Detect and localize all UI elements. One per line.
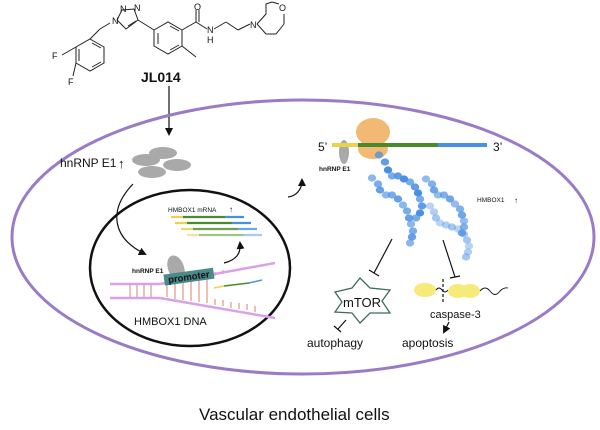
amino-acid-bead	[367, 174, 377, 182]
apoptosis-arrow	[443, 321, 451, 334]
amino-acid-bead	[405, 178, 415, 186]
mrna-transcripts	[171, 215, 262, 237]
benzyl-ring	[75, 38, 105, 72]
nuclear-import-arrow	[116, 183, 147, 255]
atom-n: N	[207, 25, 214, 35]
mtor-inhibition-bar	[368, 269, 380, 277]
amino-acid-bead	[383, 166, 393, 174]
mtor-star	[333, 277, 392, 324]
amino-acid-bead	[461, 253, 471, 261]
amino-acid-bead	[415, 195, 425, 203]
nucleus-hnrnp-e1-label: hnRNP E1	[132, 268, 164, 275]
hnrnp-e1-label: hnRNP E1	[60, 156, 117, 170]
mtor-label: mTOR	[343, 295, 381, 310]
atom-n: N	[250, 20, 257, 30]
dna-strand-bottom	[110, 296, 276, 320]
hmbox1-dna	[110, 261, 276, 320]
amino-acid-bead	[381, 191, 391, 199]
amino-acid-bead	[425, 202, 435, 210]
inhibition-arcs	[368, 238, 461, 279]
amino-acid-bead	[445, 195, 455, 203]
transcription-arrow	[223, 241, 245, 264]
jl014-structure	[61, 1, 285, 77]
amino-acid-bead	[413, 189, 423, 197]
up-arrow-icon: ↑	[514, 196, 518, 205]
caspase-3-label: caspase-3	[430, 309, 481, 321]
amino-acid-bead	[464, 242, 474, 250]
caspase-3-protein	[414, 279, 509, 303]
atom-f: F	[52, 51, 58, 61]
amino-acid-bead	[404, 214, 414, 222]
amino-acid-bead	[405, 239, 415, 247]
compound-name: JL014	[141, 69, 181, 85]
nucleus-membrane	[88, 188, 292, 348]
amino-acid-bead	[431, 214, 441, 222]
amino-acid-bead	[407, 233, 417, 241]
apoptosis-label: apoptosis	[402, 336, 453, 350]
amino-acid-bead	[375, 186, 385, 194]
nuclear-export-arrow	[287, 178, 306, 198]
autophagy-label: autophagy	[307, 336, 363, 350]
atom-n: N	[134, 3, 141, 13]
amino-acid-bead	[417, 202, 427, 210]
atom-n: N	[120, 4, 127, 14]
atom-h: H	[207, 35, 214, 45]
caspase-inhibition-bar	[449, 275, 461, 279]
amino-acid-bead	[398, 201, 408, 209]
amino-acid-bead	[387, 172, 397, 180]
amino-acid-bead	[427, 180, 437, 188]
amino-acid-bead	[421, 175, 431, 183]
amino-acid-bead	[411, 214, 421, 222]
amino-acid-bead	[457, 211, 467, 219]
atom-o: O	[279, 3, 286, 13]
atom-f: F	[68, 77, 74, 87]
caspase-inhibition-line	[442, 239, 456, 278]
amino-acid-bead	[402, 207, 412, 215]
amino-acid-bead	[408, 227, 418, 235]
three-prime-label: 3’	[493, 140, 502, 154]
amino-acid-bead	[459, 223, 469, 231]
ribosome-hnrnp-e1-label: hnRNP E1	[319, 166, 351, 173]
dna-rungs	[129, 270, 256, 312]
ribosome	[356, 118, 390, 159]
hnrnp-e1-cluster	[132, 147, 191, 178]
atom-n: N	[112, 16, 119, 26]
amino-acid-bead	[410, 183, 420, 191]
amino-acid-bead	[462, 236, 472, 244]
amino-acid-bead	[450, 200, 460, 208]
amino-acid-bead	[447, 223, 457, 231]
hmbox1-protein-label: HMBOX1	[477, 197, 505, 204]
amino-acid-bead	[455, 205, 465, 213]
amino-acid-bead	[393, 195, 403, 203]
amino-acid-bead	[406, 220, 416, 228]
amino-acid-bead	[387, 191, 397, 199]
amino-acid-bead	[453, 225, 463, 233]
amino-acid-bead	[374, 151, 384, 159]
hmbox1-mrna-label: HMBOX1 mRNA	[168, 207, 217, 214]
amino-acid-bead	[457, 229, 467, 237]
amino-acid-bead	[439, 191, 449, 199]
triazole-ring	[116, 8, 139, 30]
amino-acid-bead	[373, 180, 383, 188]
amino-acid-bead	[380, 158, 390, 166]
atom-o: O	[194, 2, 201, 12]
up-arrow-icon: ↑	[229, 205, 233, 214]
cell-membrane	[10, 98, 596, 376]
mtor-inhibition-line	[373, 238, 393, 274]
amino-acid-bead	[459, 230, 469, 238]
five-prime-label: 5’	[318, 140, 327, 154]
amino-acid-bead	[459, 217, 469, 225]
cell-type-caption: Vascular endothelial cells	[199, 405, 390, 424]
jl014-atom-labels: N N N O N H N O F F	[52, 2, 286, 87]
hmbox1-dna-label: HMBOX1 DNA	[134, 316, 207, 328]
amino-acid-bead	[429, 208, 439, 216]
up-arrow-icon: ↑	[118, 156, 125, 171]
amino-acid-bead	[435, 219, 445, 227]
hmbox1-peptide-chains	[367, 151, 474, 261]
autophagy-inhibition-line	[337, 319, 347, 330]
dna-strand-top	[110, 261, 276, 286]
autophagy-inhibition-bar	[333, 325, 342, 333]
amino-acid-bead	[433, 191, 443, 199]
